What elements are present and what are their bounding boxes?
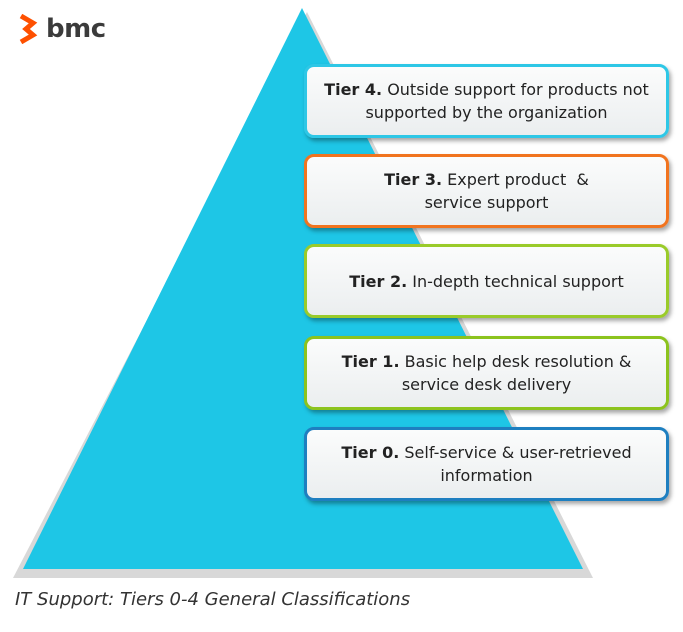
tier-2-description: In-depth technical support (412, 271, 624, 291)
tier-1-box: Tier 1. Basic help desk resolution & ser… (304, 336, 669, 410)
tier-2-label: Tier 2. (349, 271, 408, 291)
bmc-logo: bmc (18, 14, 106, 44)
tier-2-box: Tier 2. In-depth technical support (304, 244, 669, 318)
tier-4-box: Tier 4. Outside support for products not… (304, 64, 669, 138)
tier-1-description: Basic help desk resolution & service des… (401, 352, 632, 394)
tier-3-description: Expert product & service support (424, 170, 594, 212)
logo-wordmark: bmc (46, 14, 106, 44)
tier-1-label: Tier 1. (341, 352, 400, 371)
tier-4-description: Outside support for products not support… (365, 80, 649, 122)
tier-0-label: Tier 0. (341, 443, 400, 462)
figure-caption: IT Support: Tiers 0-4 General Classifica… (15, 589, 411, 610)
bmc-chevron-logo-icon (19, 14, 38, 44)
tier-0-box: Tier 0. Self-service & user-retrieved in… (304, 427, 669, 501)
tier-4-label: Tier 4. (324, 80, 383, 99)
tier-3-box: Tier 3. Expert product & service support (304, 154, 669, 228)
tier-0-description: Self-service & user-retrieved informatio… (404, 443, 632, 485)
tier-3-label: Tier 3. (384, 170, 443, 189)
